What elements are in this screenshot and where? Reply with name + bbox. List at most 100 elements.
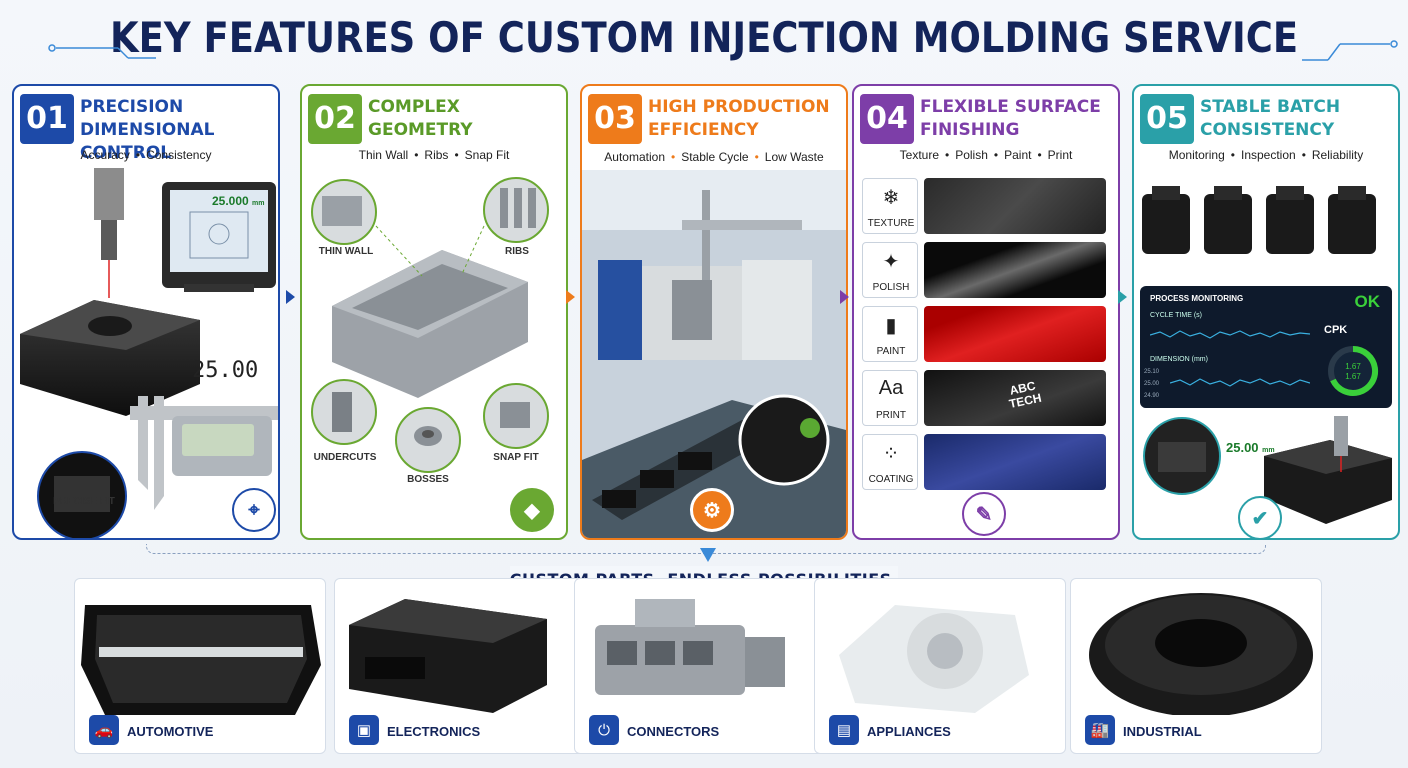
applications-row: 🚗 AUTOMOTIVE ▣ ELECTRONICS ⏻ CONNECTORS …	[74, 578, 1322, 754]
card-title: COMPLEX GEOMETRY	[368, 97, 473, 140]
tag: Snap Fit	[464, 148, 510, 162]
monitor-heading: PROCESS MONITORING	[1150, 294, 1244, 303]
card-title: STABLE BATCH CONSISTENCY	[1200, 97, 1341, 140]
cycle-time-chart	[1150, 330, 1310, 339]
tag: Print	[1047, 148, 1073, 162]
dots-icon: ⁘	[882, 443, 900, 465]
card-tags: Monitoring•Inspection•Reliability	[1168, 148, 1364, 162]
card-title: PRECISION DIMENSIONAL CONTROL	[80, 97, 215, 163]
right-circuit-decoration	[1298, 40, 1398, 66]
text-icon: Aa	[878, 377, 904, 399]
tag: Accuracy	[80, 148, 130, 162]
card-number: 03	[588, 94, 642, 144]
finish-row-paint: ▮PAINT	[862, 306, 1108, 362]
finish-label: PRINT	[876, 410, 906, 421]
tag: Low Waste	[764, 150, 824, 164]
polish-swatch	[924, 242, 1106, 298]
inspection-readout: 25.00 mm	[1226, 440, 1275, 455]
feature-card-consistency: 05 STABLE BATCH CONSISTENCY Monitoring•I…	[1132, 84, 1400, 540]
feature-card-finishing: 04 FLEXIBLE SURFACE FINISHING Texture•Po…	[852, 84, 1120, 540]
geometry-illustration	[311, 177, 549, 473]
arrow-right-icon	[566, 290, 575, 304]
card-tags: Accuracy•Consistency	[80, 148, 212, 162]
application-label: CONNECTORS	[627, 724, 720, 739]
appliance-icon: ▤	[829, 715, 859, 745]
tag: Ribs	[424, 148, 449, 162]
parts-batch-illustration	[1142, 186, 1376, 254]
tag: Stable Cycle	[681, 150, 749, 164]
industrial-part-illustration	[1089, 593, 1313, 715]
car-icon: 🚗	[89, 715, 119, 745]
card-tags: Thin Wall•Ribs•Snap Fit	[358, 148, 510, 162]
title-area: KEY FEATURES OF CUSTOM INJECTION MOLDING…	[0, 8, 1408, 68]
enclosure-illustration	[349, 599, 547, 713]
factory-illustration	[582, 170, 846, 538]
finish-row-polish: ✦POLISH	[862, 242, 1108, 298]
finish-row-coating: ⁘ COATING	[862, 434, 1108, 490]
tag: Automation	[604, 150, 665, 164]
paint-tile: ▮PAINT	[862, 306, 918, 362]
feature-card-geometry: 02 COMPLEX GEOMETRY Thin Wall•Ribs•Snap …	[300, 84, 568, 540]
tag: Paint	[1004, 148, 1032, 162]
appliance-part-illustration	[839, 605, 1029, 713]
ribs-label: RIBS	[505, 246, 529, 257]
dimension-chart	[1170, 378, 1310, 387]
application-label: INDUSTRIAL	[1123, 724, 1202, 739]
arrow-down-icon	[700, 548, 716, 562]
tag: Inspection	[1240, 148, 1296, 162]
gear-icon: ⚙	[690, 488, 734, 532]
tag: Thin Wall	[358, 148, 409, 162]
application-connectors: ⏻ CONNECTORS	[574, 578, 826, 754]
arrow-right-icon	[286, 290, 295, 304]
tag: Consistency	[146, 148, 212, 162]
feature-card-efficiency: 03 HIGH PRODUCTION EFFICIENCY Automation…	[580, 84, 848, 540]
application-label: AUTOMOTIVE	[127, 724, 214, 739]
finish-row-texture: ❄TEXTURE	[862, 178, 1108, 234]
application-appliances: ▤ APPLIANCES	[814, 578, 1066, 754]
grille-illustration	[81, 605, 321, 715]
finish-label: COATING	[868, 474, 914, 485]
card-title: HIGH PRODUCTION EFFICIENCY	[648, 97, 830, 140]
paint-swatch	[924, 306, 1106, 362]
brush-icon: ✎	[962, 492, 1006, 536]
monitor-dashboard: PROCESS MONITORING OK CYCLE TIME (s) DIM…	[1140, 286, 1392, 408]
target-icon: ⌖	[232, 488, 276, 532]
precision-illustration	[20, 168, 278, 538]
texture-tile: ❄TEXTURE	[862, 178, 918, 234]
cycle-time-label: CYCLE TIME (s)	[1150, 312, 1202, 319]
snap-fit-label: SNAP FIT	[493, 452, 539, 463]
left-circuit-decoration	[48, 44, 158, 68]
tag: Texture	[899, 148, 939, 162]
card-title: FLEXIBLE SURFACE FINISHING	[920, 97, 1101, 140]
coating-tile: ⁘ COATING	[862, 434, 918, 490]
finish-label: TEXTURE	[867, 218, 915, 229]
bosses-label: BOSSES	[407, 474, 449, 485]
spray-icon: ▮	[885, 315, 897, 337]
inspection-illustration	[1143, 416, 1392, 524]
shield-check-icon: ✔	[1238, 496, 1282, 538]
cube-icon: ◆	[510, 488, 554, 532]
application-automotive: 🚗 AUTOMOTIVE	[74, 578, 326, 754]
cpk-gauge	[1328, 345, 1379, 396]
print-swatch: ABC TECH	[924, 370, 1106, 426]
texture-swatch	[924, 178, 1106, 234]
tag: Monitoring	[1168, 148, 1225, 162]
factory-icon: 🏭	[1085, 715, 1115, 745]
precise-fit-label: PRECISE FIT	[53, 496, 115, 507]
card-number: 05	[1140, 94, 1194, 144]
print-sample-text: ABC TECH	[1007, 378, 1043, 412]
card-number: 01	[20, 94, 74, 144]
monitor-readout: 25.000 mm	[212, 194, 265, 208]
dimension-label: DIMENSION (mm)	[1150, 356, 1208, 363]
application-industrial: 🏭 INDUSTRIAL	[1070, 578, 1322, 754]
coating-swatch	[924, 434, 1106, 490]
page-title: KEY FEATURES OF CUSTOM INJECTION MOLDING…	[109, 13, 1299, 62]
card-number: 02	[308, 94, 362, 144]
cpk-label: CPK	[1324, 324, 1348, 336]
undercuts-label: UNDERCUTS	[313, 452, 377, 463]
tag: Polish	[955, 148, 988, 162]
